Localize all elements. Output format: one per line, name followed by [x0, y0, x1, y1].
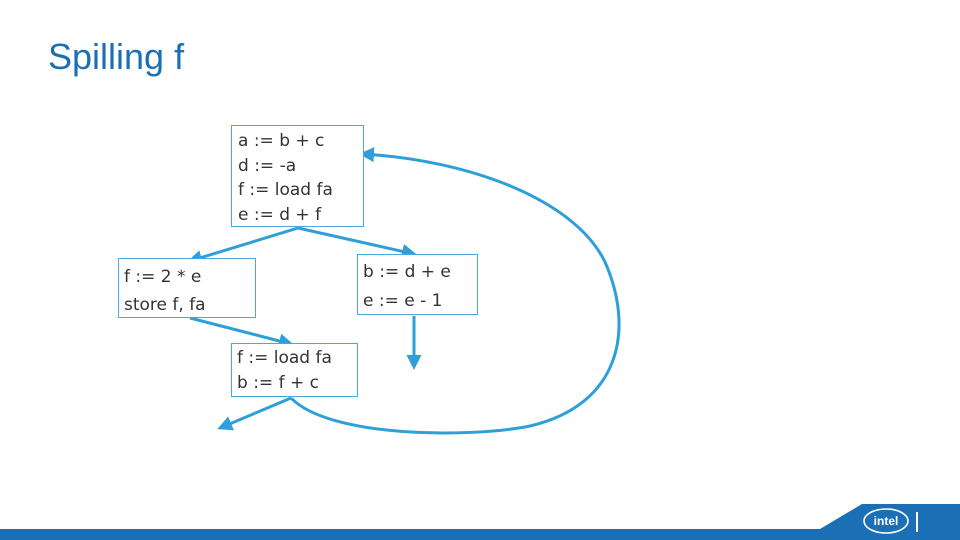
- block-line: e := e - 1: [363, 291, 443, 311]
- block-line: f := load fa: [237, 348, 332, 368]
- block-line: f := 2 * e: [124, 267, 202, 287]
- block-join: f := load fa b := f + c: [231, 343, 358, 397]
- block-line: a := b + c: [238, 131, 325, 151]
- logo-divider: [916, 512, 918, 532]
- intel-logo-icon: intel: [863, 508, 909, 534]
- block-line: b := d + e: [363, 262, 451, 282]
- block-line: f := load fa: [238, 180, 333, 200]
- edge-back-loop: [289, 147, 621, 435]
- logo-text: intel: [874, 514, 899, 528]
- block-line: d := -a: [238, 155, 297, 176]
- slide-title: Spilling f: [48, 36, 185, 77]
- block-line: store f, fa: [124, 295, 206, 315]
- edge-entry-to-left: [187, 226, 299, 265]
- block-left: f := 2 * e store f, fa: [118, 258, 256, 318]
- block-line: e := d + f: [238, 204, 322, 225]
- block-line: b := f + c: [237, 373, 319, 393]
- block-right: b := d + e e := e - 1: [357, 254, 478, 315]
- edge-left-to-join: [189, 316, 294, 349]
- edge-entry-to-right: [297, 226, 417, 259]
- block-entry: a := b + c d := -a f := load fa e := d +…: [231, 125, 364, 227]
- edge-join-exit: [217, 396, 292, 431]
